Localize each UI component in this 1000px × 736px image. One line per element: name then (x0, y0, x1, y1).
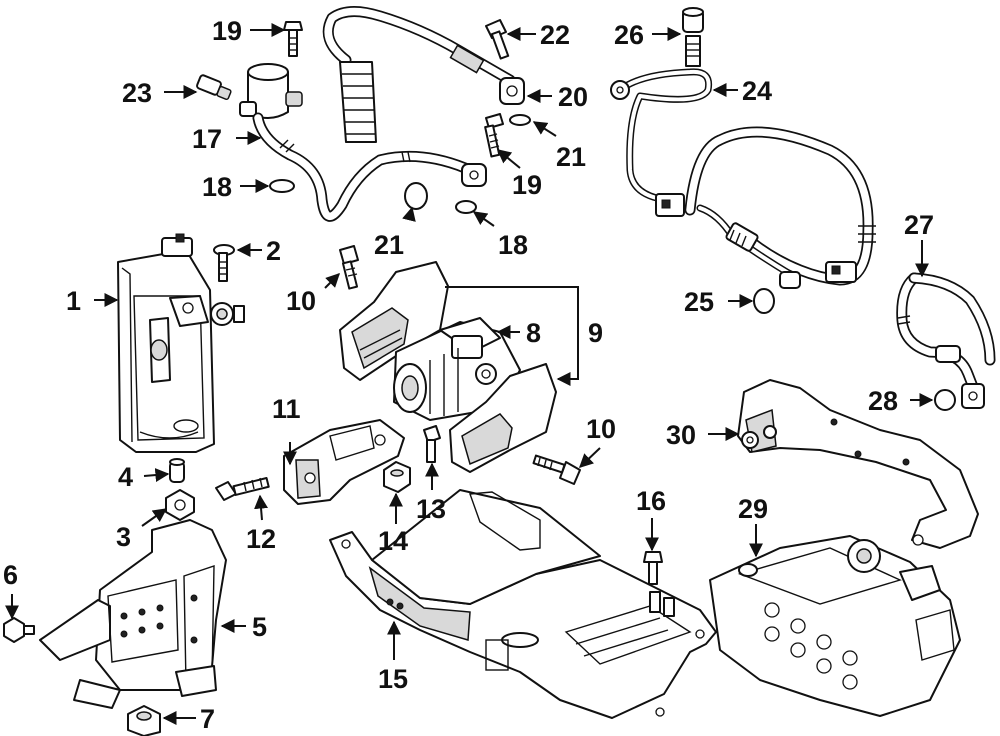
callout-12: 12 (246, 524, 276, 554)
callout-8: 8 (526, 318, 541, 348)
part-1-cap (210, 302, 245, 326)
callout-labels: 1 2 3 4 5 6 7 8 9 10 10 11 12 13 14 15 1… (3, 16, 934, 734)
callout-7: 7 (200, 704, 215, 734)
callout-6: 6 (3, 560, 18, 590)
callout-18-left: 18 (202, 172, 232, 202)
part-10-bolt-lower (532, 454, 581, 485)
part-6-bolt (3, 617, 35, 643)
part-18-o-ring-b (455, 200, 477, 214)
callout-3: 3 (116, 522, 131, 552)
part-4-pin (169, 458, 185, 483)
part-9-shield-upper (339, 261, 449, 381)
callout-30: 30 (666, 420, 696, 450)
callout-21-right: 21 (556, 142, 586, 172)
callout-17: 17 (192, 124, 222, 154)
part-30-bracket (737, 379, 979, 549)
callout-28: 28 (868, 386, 898, 416)
part-13-bolt (423, 425, 441, 463)
callout-21-left: 21 (374, 230, 404, 260)
part-7-nut (127, 705, 161, 736)
part-9-shield-lower (449, 363, 557, 473)
part-3-nut (165, 489, 195, 521)
callout-4: 4 (118, 462, 133, 492)
part-19-bolt-upper (283, 21, 303, 57)
callout-15: 15 (378, 664, 408, 694)
part-5-bracket (39, 519, 227, 709)
part-21-o-ring-b (404, 182, 428, 210)
callout-26: 26 (614, 20, 644, 50)
callout-13: 13 (416, 494, 446, 524)
part-20-upper-hose (322, 6, 525, 143)
part-24-line-assembly (610, 68, 876, 289)
callout-10-upper: 10 (286, 286, 316, 316)
part-18-o-ring-a (269, 179, 295, 193)
part-23-pressure-sensor (196, 74, 232, 101)
leader-lines (5, 23, 934, 725)
callout-16: 16 (636, 486, 666, 516)
part-16-bolt (643, 551, 663, 585)
callout-23: 23 (122, 78, 152, 108)
callout-19-upper: 19 (212, 16, 242, 46)
callout-11: 11 (272, 394, 301, 424)
callout-25: 25 (684, 287, 714, 317)
part-29-module (709, 535, 961, 717)
part-2-bolt (213, 244, 235, 282)
part-27-hose (896, 272, 996, 409)
part-17-hose-assembly (239, 63, 487, 222)
callout-18-right: 18 (498, 230, 528, 260)
part-26-cap (682, 7, 704, 67)
callout-2: 2 (266, 236, 281, 266)
callout-27: 27 (904, 210, 934, 240)
callout-19-mid: 19 (512, 170, 542, 200)
part-12-bolt (215, 477, 270, 501)
part-1-reservoir (117, 233, 245, 453)
callout-29: 29 (738, 494, 768, 524)
part-14-nut (383, 461, 411, 493)
part-15-crossmember (329, 489, 717, 719)
callout-22: 22 (540, 20, 570, 50)
part-19-bolt-mid (484, 113, 504, 158)
part-11-bracket (283, 419, 405, 505)
part-21-o-ring-a (509, 114, 531, 126)
callout-24: 24 (742, 76, 772, 106)
part-10-bolt-upper (339, 245, 359, 290)
callout-14: 14 (378, 526, 408, 556)
part-25-o-ring (753, 288, 775, 314)
callout-5: 5 (252, 612, 267, 642)
callout-10-lower: 10 (586, 414, 616, 444)
callout-9: 9 (588, 318, 603, 348)
part-22-bolt (485, 19, 510, 60)
callout-20: 20 (558, 82, 588, 112)
part-8-pump-motor (393, 317, 521, 421)
part-28-o-ring (934, 389, 956, 411)
callout-1: 1 (66, 286, 81, 316)
